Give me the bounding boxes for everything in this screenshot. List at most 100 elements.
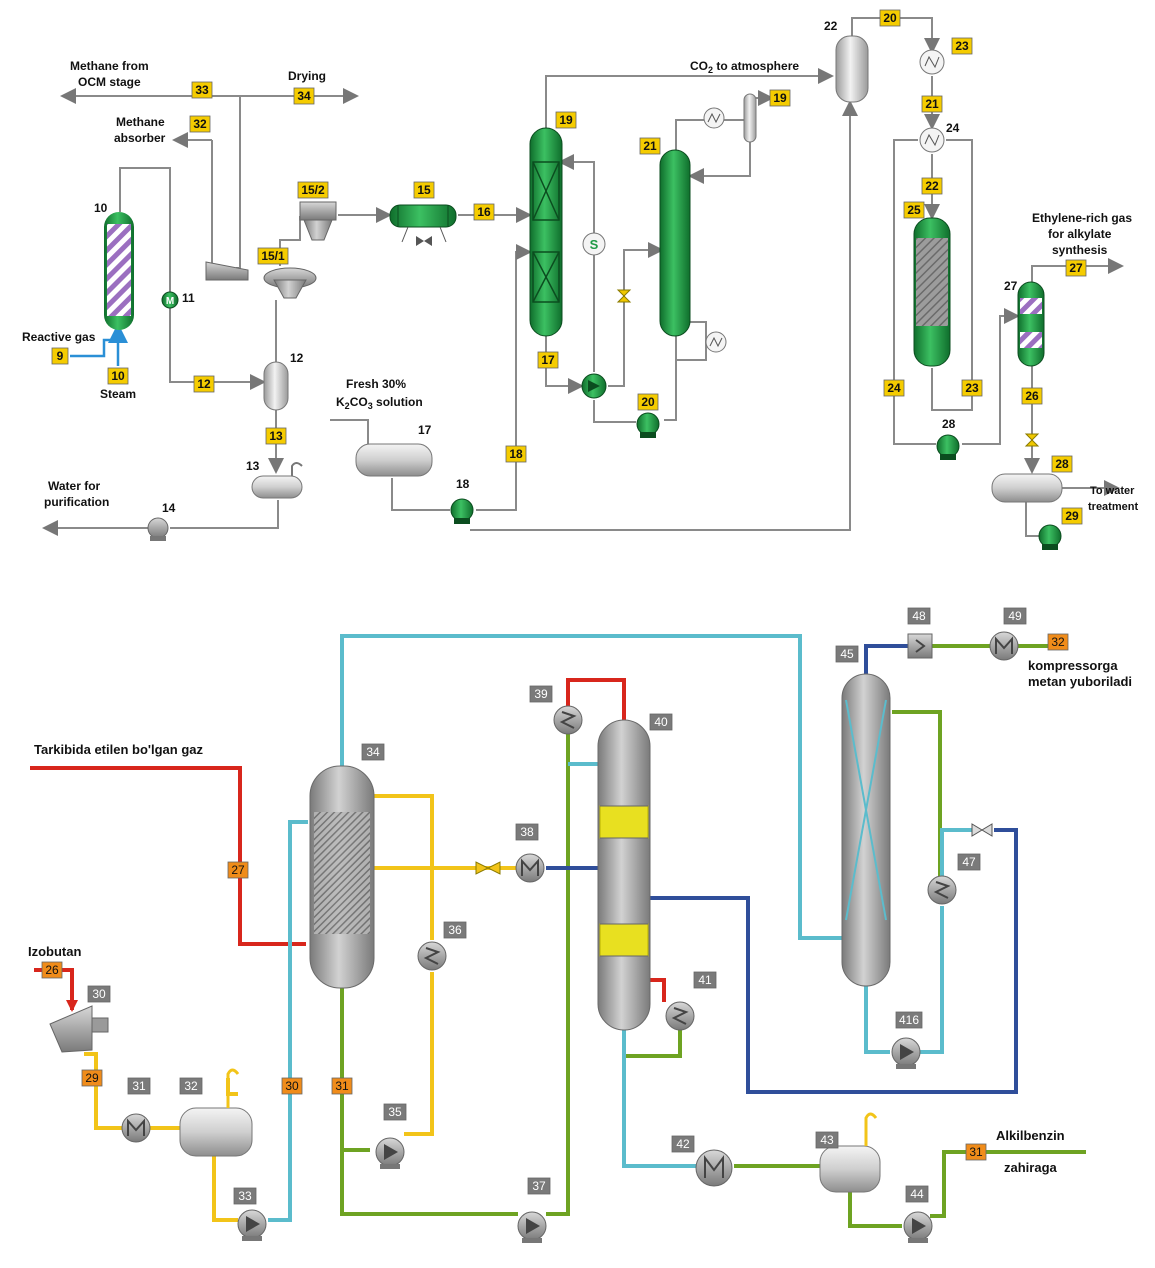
- stream-tag-top: 17: [537, 351, 559, 369]
- equipment-tag-bottom: 47: [957, 853, 981, 871]
- stream-tag-top: 28: [1051, 455, 1073, 473]
- stream-tag-bottom-text: 26: [45, 963, 59, 977]
- reflux-drum: [743, 93, 757, 143]
- equipment-tag-bottom-text: 34: [366, 745, 380, 759]
- stream-tag-top-text: 18: [509, 447, 523, 461]
- pump-11: M: [161, 291, 179, 309]
- stream-tag-top: 23: [961, 379, 983, 397]
- separator-15-1: [263, 267, 317, 299]
- label-methane-absorber-1: Methane: [116, 115, 165, 129]
- stream-tag-top: 26: [1021, 387, 1043, 405]
- equipment-number: 24: [946, 121, 960, 135]
- equipment-number: 12: [290, 351, 304, 365]
- stream-tag-top: 10: [107, 367, 129, 385]
- equipment-tag-bottom: 48: [907, 607, 931, 625]
- equipment-tag-bottom: 39: [529, 685, 553, 703]
- column-40: [597, 719, 651, 1031]
- stream-tag-top: 21: [921, 95, 943, 113]
- tank-28: [991, 473, 1063, 503]
- stream-tag-top: 12: [193, 375, 215, 393]
- label-compressor-1: kompressorga: [1028, 658, 1118, 673]
- top-process-lines: [42, 17, 1124, 537]
- compressor-a: [205, 261, 249, 281]
- pump-20: [636, 412, 660, 438]
- top-labels: Methane from OCM stage Drying Methane ab…: [22, 59, 1138, 513]
- stream-tag-top-text: 10: [111, 369, 125, 383]
- stream-tag-top: 18: [505, 445, 527, 463]
- vessel-12: [263, 361, 289, 411]
- drum-32: [179, 1107, 253, 1157]
- stream-tag-top-text: 20: [641, 395, 655, 409]
- stream-tag-bottom-text: 31: [969, 1145, 983, 1159]
- stream-tag-top: 22: [921, 177, 943, 195]
- equipment-tag-bottom: 416: [895, 1011, 923, 1029]
- equipment-tag-bottom-text: 33: [238, 1189, 252, 1203]
- stream-tag-bottom: 29: [81, 1069, 103, 1087]
- exchanger-24: [919, 127, 945, 153]
- equipment-tag-bottom-text: 44: [910, 1187, 924, 1201]
- exchanger-b: [705, 331, 727, 353]
- stream-tag-top: 27: [1065, 259, 1087, 277]
- label-ethylene-1: Ethylene-rich gas: [1032, 211, 1132, 225]
- exchanger-s: S: [582, 232, 606, 256]
- label-compressor-2: metan yuboriladi: [1028, 674, 1132, 689]
- equipment-tag-bottom-text: 36: [448, 923, 462, 937]
- stream-tag-top: 15: [413, 181, 435, 199]
- pump-44: [903, 1211, 933, 1243]
- equipment-tag-bottom-text: 38: [520, 825, 534, 839]
- stream-tag-top: 19: [555, 111, 577, 129]
- equipment-number: 13: [246, 459, 260, 473]
- stream-tag-top-text: 23: [955, 39, 969, 53]
- pump-28: [936, 434, 960, 460]
- equipment-tag-bottom: 37: [527, 1177, 551, 1195]
- heat-exchanger-15: [389, 204, 457, 246]
- stream-tag-top-text: 21: [643, 139, 657, 153]
- equipment-number: 28: [942, 417, 956, 431]
- equipment-tag-bottom: 31: [127, 1077, 151, 1095]
- stream-tag-top-text: 15/1: [261, 249, 285, 263]
- vessel-10: [104, 212, 134, 330]
- stream-tag-top-text: 26: [1025, 389, 1039, 403]
- equipment-tag-bottom-text: 45: [840, 647, 854, 661]
- separator-15-2: [299, 201, 337, 241]
- stream-tag-top-text: 32: [193, 117, 207, 131]
- stream-tag-top: 13: [265, 427, 287, 445]
- equipment-tag-bottom-text: 35: [388, 1105, 402, 1119]
- stream-tag-top: 19: [769, 89, 791, 107]
- label-drying: Drying: [288, 69, 326, 83]
- pump-37: [517, 1211, 547, 1243]
- stream-tag-top-text: 25: [907, 203, 921, 217]
- equipment-tag-bottom: 30: [87, 985, 111, 1003]
- label-reactive-gas: Reactive gas: [22, 330, 96, 344]
- label-feed-gas: Tarkibida etilen bo'lgan gaz: [34, 742, 203, 757]
- equipment-tag-bottom-text: 37: [532, 1179, 546, 1193]
- stream-tag-top-text: 28: [1055, 457, 1069, 471]
- stream-tag-bottom: 32: [1047, 633, 1069, 651]
- stream-tag-top: 20: [637, 393, 659, 411]
- vessel-22: [835, 35, 869, 103]
- stream-tag-top: 29: [1061, 507, 1083, 525]
- reactor-25: [913, 217, 951, 367]
- exchanger-47: [927, 875, 957, 905]
- bottom-yellow-lines: [84, 794, 516, 1222]
- stream-tag-top-text: 19: [773, 91, 787, 105]
- valve-a: [616, 289, 632, 303]
- exchanger-23: [919, 49, 945, 75]
- stream-tag-top: 21: [639, 137, 661, 155]
- equipment-tag-bottom: 38: [515, 823, 539, 841]
- label-methane-absorber-2: absorber: [114, 131, 166, 145]
- stream-tag-top: 16: [473, 203, 495, 221]
- column-34: [309, 765, 375, 989]
- equipment-number: 10: [94, 201, 108, 215]
- stream-tag-bottom-text: 32: [1051, 635, 1065, 649]
- equipment-tag-bottom-text: 39: [534, 687, 548, 701]
- pump-416: [891, 1037, 921, 1069]
- equipment-tag-bottom: 35: [383, 1103, 407, 1121]
- equipment-tag-bottom: 33: [233, 1187, 257, 1205]
- equipment-tag-bottom-text: 30: [92, 987, 106, 1001]
- stream-tag-bottom-text: 31: [335, 1079, 349, 1093]
- label-methane-from: Methane from: [70, 59, 149, 73]
- equipment-tag-bottom-text: 31: [132, 1079, 146, 1093]
- pump-35: [375, 1137, 405, 1169]
